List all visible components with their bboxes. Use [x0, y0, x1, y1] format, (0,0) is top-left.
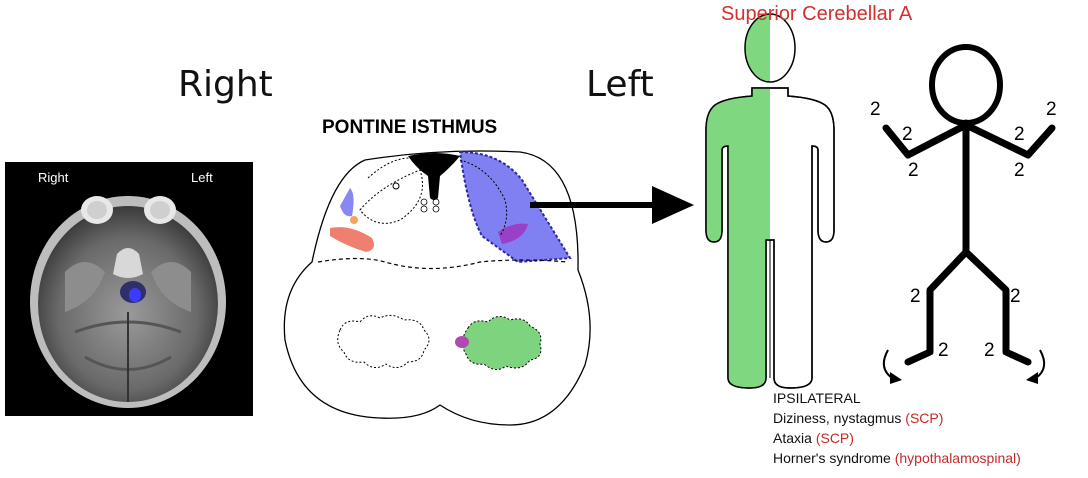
corticospinal-right [337, 314, 430, 368]
mlf-loops [420, 198, 440, 213]
orange-dot [350, 216, 358, 224]
rotation-arrows [882, 349, 1046, 379]
symptoms-list: IPSILATERAL Diziness, nystagmus (SCP) At… [773, 388, 1021, 468]
corticospinal-left-green [462, 316, 542, 370]
symptom-text: Diziness, nystagmus [773, 410, 906, 426]
stick-figure [882, 44, 1056, 366]
human-body-figure [705, 13, 835, 389]
symptom-tag: (SCP) [905, 410, 944, 426]
label-2-10: 2 [984, 340, 995, 361]
label-2-6: 2 [1014, 160, 1025, 181]
purple-patch-left [498, 223, 528, 244]
mri-scan-drawing [30, 196, 226, 408]
symptom-tag: (hypothalamospinal) [894, 450, 1021, 466]
symptom-tag: (SCP) [815, 430, 854, 446]
scan-right-label: Right [38, 170, 69, 185]
symptom-item: Diziness, nystagmus (SCP) [773, 408, 1021, 428]
purple-patch-green [455, 336, 469, 348]
fourth-ventricle [408, 153, 460, 200]
label-2-8: 2 [1010, 286, 1021, 307]
scan-left-label: Left [191, 170, 213, 185]
pons-section-title: PONTINE ISTHMUS [322, 117, 498, 138]
label-2-5: 2 [1046, 99, 1057, 120]
symptom-text: Horner's syndrome [773, 450, 895, 466]
symptom-text: Ataxia [773, 430, 816, 446]
symptom-item: Ataxia (SCP) [773, 428, 1021, 448]
label-2-1: 2 [870, 99, 881, 120]
right-side-label: Right [178, 64, 273, 105]
label-2-9: 2 [938, 340, 949, 361]
rotation-arrowhead-right [890, 372, 902, 384]
pons-boundary-dashed [317, 257, 569, 270]
label-2-2: 2 [902, 124, 913, 145]
label-2-7: 2 [910, 286, 921, 307]
artery-title: Superior Cerebellar A [721, 3, 913, 25]
symptoms-header: IPSILATERAL [773, 390, 861, 406]
blue-lesion-left [458, 150, 572, 264]
label-2-4: 2 [1014, 124, 1025, 145]
salmon-patch-right [330, 227, 374, 252]
mri-scan-image: Right Left [5, 162, 253, 416]
left-side-label: Left [586, 64, 654, 105]
rotation-arrowhead-left [1026, 372, 1038, 384]
label-2-3: 2 [908, 160, 919, 181]
symptom-item: Horner's syndrome (hypothalamospinal) [773, 448, 1021, 468]
blue-patch-right [340, 188, 354, 217]
arrow-head [652, 186, 694, 224]
